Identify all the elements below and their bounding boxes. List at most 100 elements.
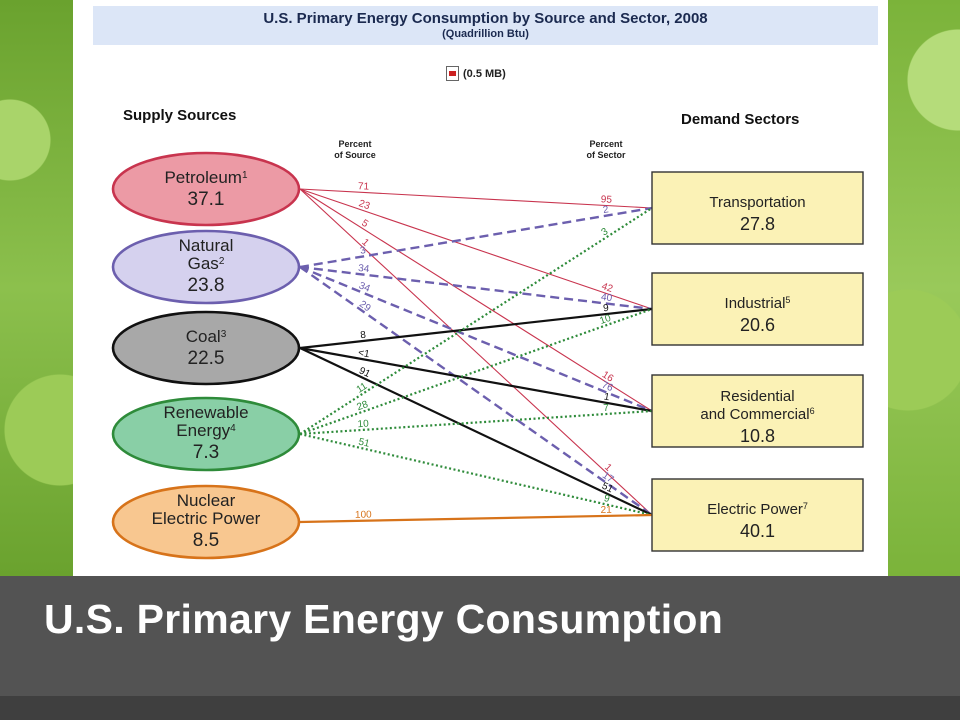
demand-sector-name: Industrial5	[725, 295, 791, 312]
percent-of-sector-label: 2	[602, 204, 610, 216]
flow-line	[299, 409, 653, 436]
supply-source-name: Renewable	[163, 403, 248, 422]
supply-source-name: Coal3	[186, 327, 227, 346]
percent-of-source-label: 23	[357, 198, 371, 212]
flow-line	[299, 188, 653, 516]
footnote-marker: 2	[219, 256, 225, 267]
supply-source-name: Energy4	[176, 421, 236, 440]
supply-source-ellipse	[111, 229, 301, 305]
percent-of-sector-label: 76	[600, 380, 615, 395]
demand-sector-value: 20.6	[740, 315, 775, 335]
footnote-marker: 3	[221, 329, 227, 340]
percent-of-source-label: <1	[357, 347, 371, 360]
title-band: U.S. Primary Energy Consumption by Sourc…	[93, 6, 878, 45]
percent-of-sector-label: 9	[603, 303, 610, 315]
footnote-marker: 4	[230, 423, 236, 434]
flow-line	[299, 188, 653, 310]
demand-sector-name: Residential	[720, 388, 794, 405]
demand-sector-box	[651, 171, 864, 245]
percent-of-sector-label: 42	[600, 281, 614, 295]
percent-of-source-label: 8	[360, 330, 367, 342]
percent-of-sector-label: 9	[603, 493, 611, 505]
flow-line	[299, 266, 653, 516]
percent-of-source-label: 29	[357, 299, 373, 315]
supply-sources-header: Supply Sources	[123, 107, 236, 124]
percent-of-sector-label: 21	[601, 505, 613, 516]
percent-of-source-label: 34	[357, 263, 370, 275]
supply-source-ellipse	[111, 151, 301, 227]
percent-of-source-label: 28	[355, 399, 370, 413]
percent-of-sector-label: 10	[598, 313, 613, 327]
flow-line	[299, 188, 653, 209]
pdf-icon	[446, 66, 459, 81]
demand-sector-box	[651, 272, 864, 346]
supply-source-value: 7.3	[193, 442, 219, 463]
percent-of-sector-label: 7	[603, 403, 610, 414]
percent-of-source-label: 51	[357, 437, 371, 450]
percent-of-sector-label: 3	[600, 226, 611, 238]
footer-title: U.S. Primary Energy Consumption	[44, 596, 724, 642]
demand-sector-name: Electric Power7	[707, 501, 808, 518]
demand-sector-value: 40.1	[740, 521, 775, 541]
flow-line	[299, 265, 653, 413]
supply-source-value: 8.5	[193, 530, 219, 551]
supply-source-ellipse	[111, 396, 301, 472]
demand-sector-value: 27.8	[740, 214, 775, 234]
flow-line	[299, 347, 653, 516]
percent-of-source-label: 71	[358, 181, 370, 193]
footer-strip	[0, 696, 960, 720]
supply-source-value: 23.8	[188, 275, 225, 296]
demand-sector-name: and Commercial6	[700, 406, 814, 423]
percent-of-source-header: Percent	[338, 139, 371, 149]
supply-source-value: 37.1	[188, 189, 225, 210]
flow-line	[299, 188, 653, 412]
percent-of-source-label: 3	[359, 245, 367, 257]
diagram-subtitle: (Quadrillion Btu)	[442, 28, 529, 40]
demand-sector-name: Transportation	[709, 194, 805, 211]
percent-of-sector-label: 95	[601, 194, 613, 206]
percent-of-source-label: 11	[355, 381, 370, 396]
supply-source-value: 22.5	[188, 348, 225, 369]
supply-source-ellipse	[111, 310, 301, 386]
percent-of-sector-label: 51	[600, 481, 615, 496]
demand-sectors-header: Demand Sectors	[681, 111, 799, 128]
background-left-decoration	[0, 0, 73, 576]
flow-line	[299, 307, 653, 350]
supply-source-name: Electric Power	[152, 509, 261, 528]
percent-of-sector-header: of Sector	[586, 150, 626, 160]
flow-line	[299, 307, 653, 436]
flow-line	[299, 206, 653, 269]
supply-source-name: Nuclear	[177, 491, 236, 510]
flow-line	[299, 265, 653, 311]
flow-line	[299, 346, 653, 413]
percent-of-source-label: 91	[357, 365, 372, 380]
flow-line	[299, 432, 653, 517]
supply-source-name: Petroleum1	[164, 168, 247, 187]
percent-of-source-label: 34	[357, 280, 372, 295]
supply-source-name: Gas2	[188, 254, 225, 273]
percent-of-sector-label: 1	[602, 462, 614, 474]
percent-of-source-label: 10	[357, 418, 369, 430]
demand-sector-box	[651, 478, 864, 552]
footer-bar: U.S. Primary Energy Consumption	[0, 576, 960, 696]
diagram-title: U.S. Primary Energy Consumption by Sourc…	[263, 10, 708, 27]
percent-of-sector-header: Percent	[589, 139, 622, 149]
supply-source-name: Natural	[179, 236, 234, 255]
footnote-marker: 7	[803, 501, 808, 511]
demand-sector-box	[651, 374, 864, 448]
demand-sector-value: 10.8	[740, 426, 775, 446]
footnote-marker: 1	[242, 170, 248, 181]
supply-source-ellipse	[111, 484, 301, 560]
percent-of-source-header: of Source	[334, 150, 376, 160]
footnote-marker: 5	[785, 295, 790, 305]
footnote-marker: 6	[810, 406, 815, 416]
percent-of-source-label: 1	[359, 237, 371, 249]
flow-line	[299, 513, 653, 524]
pdf-download-link[interactable]: (0.5 MB)	[446, 66, 506, 81]
percent-of-sector-label: 40	[600, 292, 613, 304]
pdf-size-label: (0.5 MB)	[463, 67, 506, 80]
percent-of-source-label: 100	[355, 510, 372, 521]
percent-of-sector-label: 1	[603, 391, 611, 403]
background-right-decoration	[888, 0, 960, 576]
